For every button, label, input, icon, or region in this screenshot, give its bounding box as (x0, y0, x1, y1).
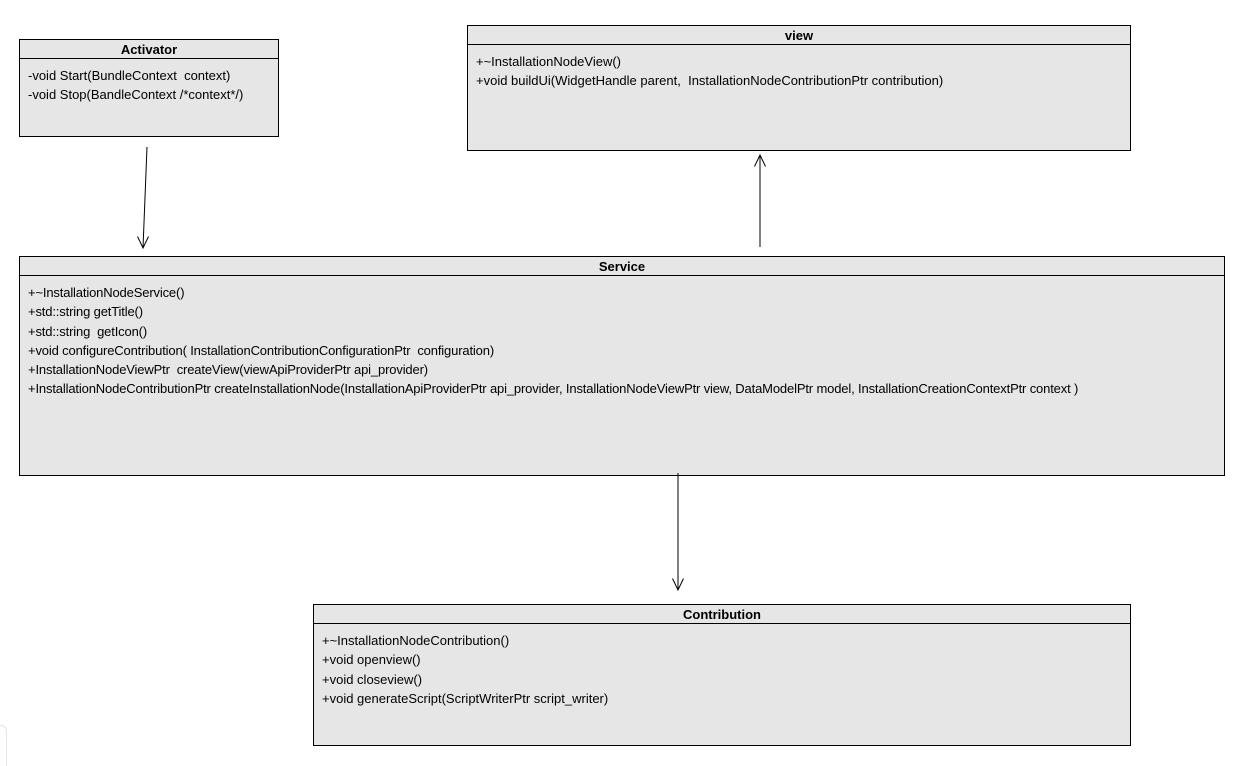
member-configure-contribution: +void configureContribution( Installatio… (28, 342, 494, 358)
class-activator-title: Activator (20, 40, 278, 59)
class-activator[interactable]: Activator -void Start(BundleContext cont… (19, 39, 279, 137)
member-service-destructor: +~InstallationNodeService() (28, 285, 185, 300)
class-service-members: +~InstallationNodeService() +std::string… (20, 276, 1224, 399)
class-view-members: +~InstallationNodeView() +void buildUi(W… (468, 45, 1130, 91)
arrow-service-to-view[interactable] (754, 153, 766, 247)
member-view-destructor: +~InstallationNodeView() (476, 54, 622, 69)
member-closeview: +void closeview() (322, 671, 423, 687)
arrow-activator-to-service[interactable] (137, 146, 149, 250)
class-contribution-title: Contribution (314, 605, 1130, 624)
class-service-title: Service (20, 257, 1224, 276)
class-contribution[interactable]: Contribution +~InstallationNodeContribut… (313, 604, 1131, 746)
member-generate-script: +void generateScript(ScriptWriterPtr scr… (322, 690, 609, 706)
class-activator-members: -void Start(BundleContext context) -void… (20, 59, 278, 105)
member-create-view: +InstallationNodeViewPtr createView(view… (28, 362, 428, 378)
member-openview: +void openview() (322, 652, 421, 668)
class-service[interactable]: Service +~InstallationNodeService() +std… (19, 256, 1225, 476)
member-contribution-destructor: +~InstallationNodeContribution() (322, 633, 510, 648)
class-contribution-members: +~InstallationNodeContribution() +void o… (314, 624, 1130, 708)
member-create-installation-node: +InstallationNodeContributionPtr createI… (28, 381, 1079, 397)
member-get-title: +std::string getTitle() (28, 304, 143, 320)
class-view[interactable]: view +~InstallationNodeView() +void buil… (467, 25, 1131, 151)
member-stop: -void Stop(BandleContext /*context*/) (28, 87, 244, 103)
member-build-ui: +void buildUi(WidgetHandle parent, Insta… (476, 73, 944, 89)
member-get-icon: +std::string getIcon() (28, 323, 148, 339)
canvas-corner-decoration (0, 725, 7, 766)
member-start: -void Start(BundleContext context) (28, 68, 231, 83)
arrow-service-to-contribution[interactable] (672, 473, 684, 592)
class-view-title: view (468, 26, 1130, 45)
